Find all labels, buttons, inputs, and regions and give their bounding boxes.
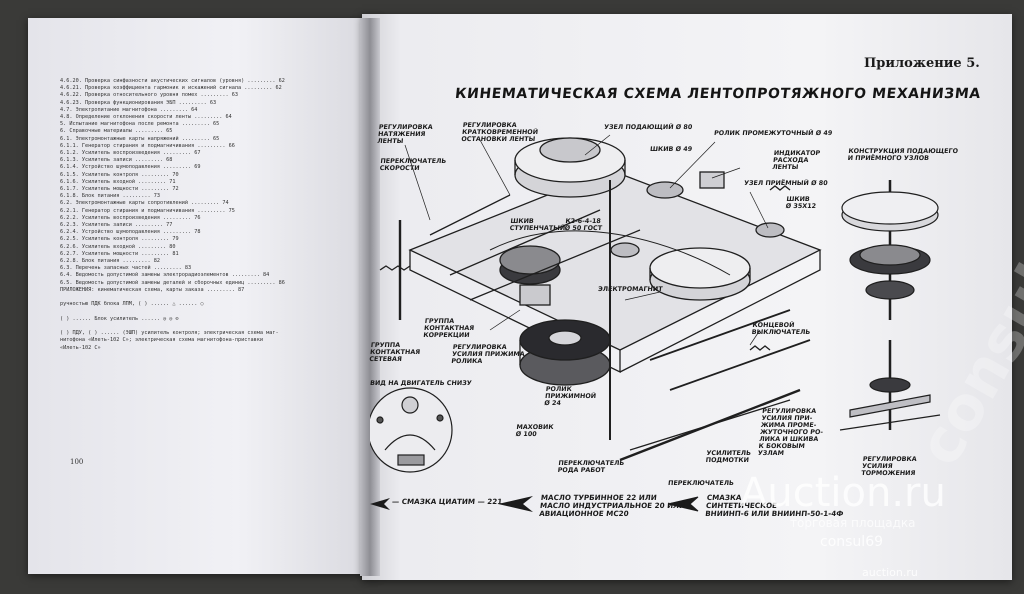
label-pinch-roller: РОЛИК ПРИЖИМНОЙ Ø 24 <box>543 385 597 407</box>
toc-line: 6.2.2. Усилитель воспроизведения .......… <box>60 214 201 221</box>
toc-line: 4.6.23. Проверка функционирования ЭБП ..… <box>60 99 217 106</box>
label-step-pulley: ШКИВ СТУПЕНЧАТЫЙ <box>509 217 566 232</box>
label-pressure: РЕГУЛИРОВКА УСИЛИЯ ПРИЖИМА РОЛИКА <box>450 343 526 365</box>
toc-line: 6.5. Ведомость допустимой замены деталей… <box>60 279 285 286</box>
toc-line: ( ) ...... Блок усилитель ...... ◎ ◎ ⊙ <box>60 315 179 322</box>
watermark-brand: Auction.ru <box>740 470 946 516</box>
toc-line: нитофона «Илеть-102 С»; электрическая сх… <box>60 337 264 344</box>
toc-line: 4.7. Электропитание магнитофона ........… <box>60 106 198 113</box>
left-page <box>28 18 378 574</box>
toc-line: 6.2.4. Устройство шумоподавления .......… <box>60 229 201 236</box>
label-construction: КОНСТРУКЦИЯ ПОДАЮЩЕГО И ПРИЁМНОГО УЗЛОВ <box>847 147 959 162</box>
toc-line: 6.2.3. Усилитель записи ......... 77 <box>60 222 173 229</box>
toc-line <box>60 309 360 316</box>
label-group-correction: ГРУППА КОНТАКТНАЯ КОРРЕКЦИИ <box>422 317 475 339</box>
legend-lube-1: — СМАЗКА ЦИАТИМ — 221 <box>391 497 503 506</box>
toc-line: 6.1.2. Усилитель воспроизведения .......… <box>60 150 201 157</box>
label-pulley2: ШКИВ Ø 35x12 <box>785 195 817 210</box>
label-pulley: ШКИВ Ø 49 <box>649 145 693 153</box>
label-belt: К2-6-4-18 Ø 50 ГОСТ <box>564 217 603 232</box>
toc-line: 6.1.7. Усилитель мощности ......... 72 <box>60 186 179 193</box>
toc-line: «Илеть-102 С» <box>60 344 101 351</box>
toc-line: 6.2.5. Усилитель контроля ......... 79 <box>60 236 179 243</box>
watermark-tagline: торговая площадка <box>790 516 916 530</box>
kinematic-diagram <box>370 134 822 473</box>
toc-line: 6.1.5. Усилитель контроля ......... 70 <box>60 171 179 178</box>
toc-line: 4.6.22. Проверка относительного уровня п… <box>60 92 239 99</box>
label-flywheel: МАХОВИК Ø 100 <box>515 423 554 438</box>
label-electromagnet: ЭЛЕКТРОМАГНИТ <box>597 285 663 293</box>
toc-line: ( ) ПДУ, ( ) ...... (ЭШП) усилитель конт… <box>60 330 279 337</box>
toc-line: 6.4. Ведомость допустимой замены электро… <box>60 272 270 279</box>
watermark-seller: consul69 <box>820 534 884 550</box>
toc-line: 6.1.3. Усилитель записи ......... 68 <box>60 157 173 164</box>
toc-line: 6.1.4. Устройство шумоподавления .......… <box>60 164 201 171</box>
label-indicator: ИНДИКАТОР РАСХОДА ЛЕНТЫ <box>771 149 821 171</box>
legend-arrows <box>370 496 699 512</box>
reel-construction-diagram <box>839 180 941 431</box>
label-feed-unit: УЗЕЛ ПОДАЮЩИЙ Ø 80 <box>603 123 693 131</box>
table-of-contents: 4.6.20. Проверка синфазности акустически… <box>60 78 360 352</box>
page-number: 100 <box>70 458 84 466</box>
label-roller-intermediate: РОЛИК ПРОМЕЖУТОЧНЫЙ Ø 49 <box>713 129 833 137</box>
toc-line: 6.2. Электромонтажные карты сопротивлени… <box>60 200 229 207</box>
toc-line: 6.1.8. Блок питания ......... 73 <box>60 193 160 200</box>
toc-line: ПРИЛОЖЕНИЯ: кинематическая схема, карты … <box>60 286 245 293</box>
toc-line: 6.2.7. Усилитель мощности ......... 81 <box>60 250 179 257</box>
toc-line: 6.1. Электромонтажные карты напряжений .… <box>60 135 220 142</box>
toc-line: ручностью ПДК блока ЛПМ, ( ) ...... △ ..… <box>60 301 204 308</box>
label-mode-switch: ПЕРЕКЛЮЧАТЕЛЬ РОДА РАБОТ <box>557 459 625 474</box>
toc-line: 6.1.6. Усилитель входной ......... 71 <box>60 178 176 185</box>
appendix-label: Приложение 5. <box>864 56 980 71</box>
toc-line: 6.2.6. Усилитель входной ......... 80 <box>60 243 176 250</box>
label-tension: РЕГУЛИРОВКА НАТЯЖЕНИЯ ЛЕНТЫ <box>376 123 434 145</box>
label-take-unit: УЗЕЛ ПРИЁМНЫЙ Ø 80 <box>743 179 829 187</box>
toc-line <box>60 294 360 301</box>
label-amplifier: УСИЛИТЕЛЬ ПОДМОТКИ <box>705 449 752 464</box>
label-speed-switch: ПЕРЕКЛЮЧАТЕЛЬ СКОРОСТИ <box>379 157 447 172</box>
toc-line: 6. Справочные материалы ......... 65 <box>60 128 173 135</box>
toc-line: 5. Испытание магнитофона после ремонта .… <box>60 121 220 128</box>
label-group-network: ГРУППА КОНТАКТНАЯ СЕТЕВАЯ <box>368 341 421 363</box>
toc-line: 6.3. Перечень запасных частей ......... … <box>60 265 192 272</box>
toc-line: 4.8. Определение отклонения скорости лен… <box>60 114 232 121</box>
legend-lube-2: МАСЛО ТУРБИННОЕ 22 ИЛИ МАСЛО ИНДУСТРИАЛЬ… <box>538 493 686 518</box>
toc-line: 4.6.21. Проверка коэффициента гармоник и… <box>60 85 282 92</box>
toc-line <box>60 323 360 330</box>
label-short-stop: РЕГУЛИРОВКА КРАТКОВРЕМЕННОЙ ОСТАНОВКИ ЛЕ… <box>460 121 539 143</box>
toc-line: 6.2.8. Блок питания ......... 82 <box>60 258 160 265</box>
label-motor-view: ВИД НА ДВИГАТЕЛЬ СНИЗУ <box>369 379 473 387</box>
toc-line: 6.2.1. Генератор стирания и подмагничива… <box>60 207 235 214</box>
label-rewind-pressure: РЕГУЛИРОВКА УСИЛИЯ ПРИ- ЖИМА ПРОМЕ- ЖУТО… <box>757 407 824 457</box>
watermark-url: auction.ru <box>862 566 918 579</box>
toc-line: 4.6.20. Проверка синфазности акустически… <box>60 78 285 84</box>
label-switch: ПЕРЕКЛЮЧАТЕЛЬ <box>667 479 735 487</box>
toc-line: 6.1.1. Генератор стирания и подмагничива… <box>60 142 235 149</box>
label-end-switch: КОНЦЕВОЙ ВЫКЛЮЧАТЕЛЬ <box>751 321 811 336</box>
